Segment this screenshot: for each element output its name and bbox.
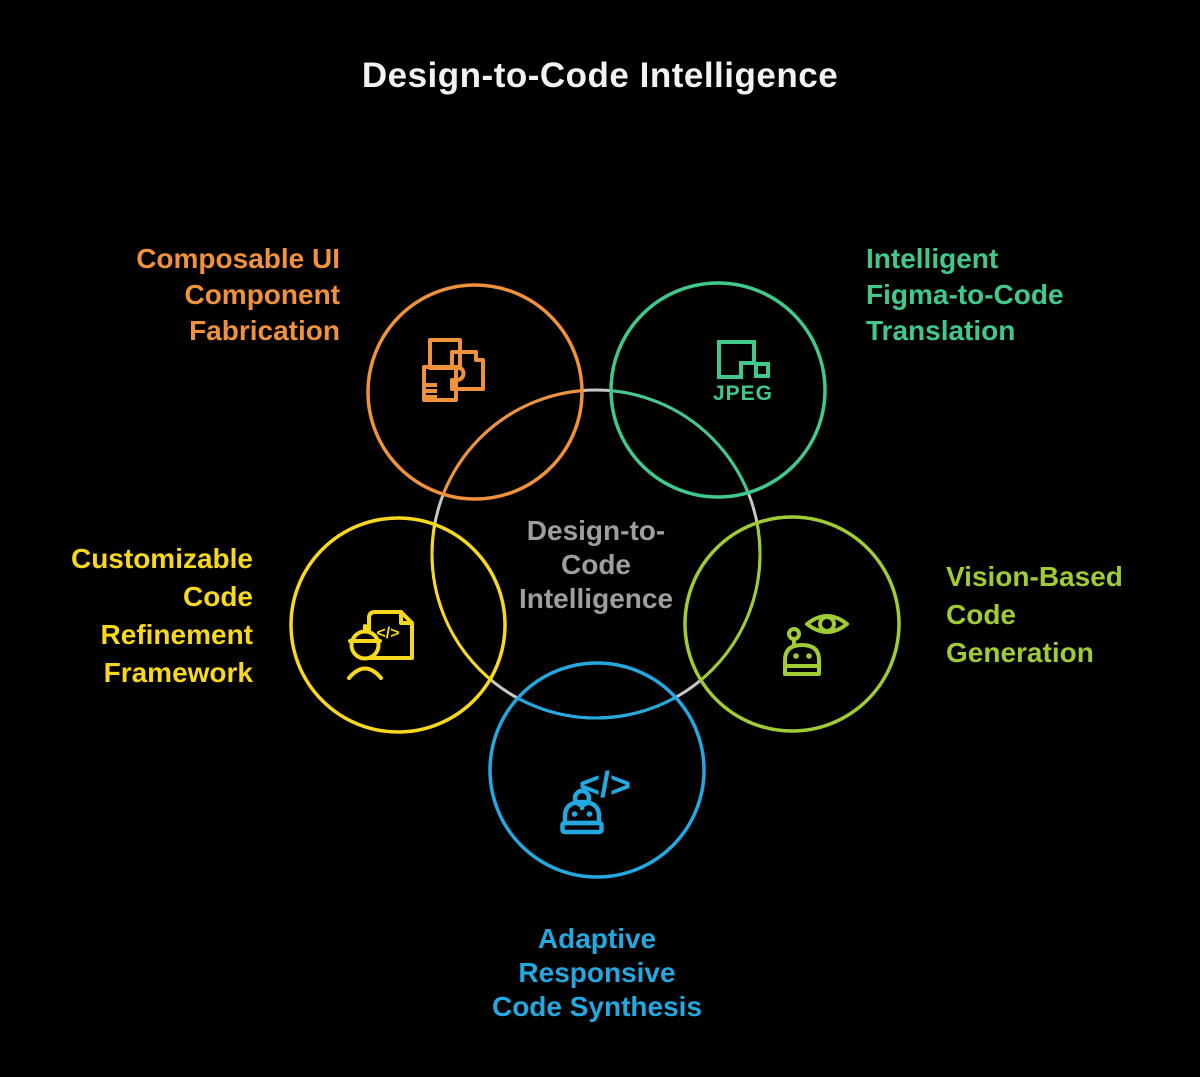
label-line: Refinement bbox=[100, 619, 253, 650]
hub-center-label: Design-to- Code Intelligence bbox=[471, 514, 721, 616]
label-vision-generation: Vision-Based Code Generation bbox=[946, 558, 1123, 672]
label-line: Translation bbox=[866, 315, 1016, 346]
label-line: Code bbox=[946, 599, 1016, 630]
label-line: Adaptive bbox=[537, 923, 657, 954]
label-line: Fabrication bbox=[189, 315, 340, 346]
label-figma-translation: Intelligent Figma-to-Code Translation bbox=[866, 241, 1064, 349]
jpeg-icon-label: JPEG bbox=[713, 382, 773, 405]
label-line: Composable UI bbox=[136, 243, 340, 274]
hub-label-line: Intelligence bbox=[518, 583, 674, 614]
petal-circle-vision bbox=[683, 515, 901, 733]
robot-code-icon: </> bbox=[560, 764, 631, 835]
label-line: Code Synthesis bbox=[491, 991, 703, 1022]
label-line: Figma-to-Code bbox=[866, 279, 1064, 310]
code-glyph: </> bbox=[376, 625, 399, 642]
petal-circle-refinement bbox=[289, 516, 507, 734]
hub-label-line: Code bbox=[561, 549, 631, 580]
robot-vision-eye-icon bbox=[783, 614, 849, 676]
label-line: Vision-Based bbox=[946, 561, 1123, 592]
label-composable-ui: Composable UI Component Fabrication bbox=[136, 241, 340, 349]
label-line: Generation bbox=[946, 637, 1094, 668]
hub-arc-vision bbox=[685, 517, 762, 720]
label-line: Customizable bbox=[70, 543, 253, 574]
page-title: Design-to-Code Intelligence bbox=[361, 56, 839, 95]
label-line: Framework bbox=[103, 657, 253, 688]
jpeg-image-icon: JPEG bbox=[713, 340, 773, 405]
label-line: Responsive bbox=[518, 957, 676, 988]
label-responsive-synthesis: Adaptive Responsive Code Synthesis bbox=[447, 922, 747, 1024]
hub-label-line: Design-to- bbox=[526, 515, 666, 546]
petal-circle-figma bbox=[609, 281, 827, 499]
ui-component-blocks-icon bbox=[422, 338, 485, 402]
hub-arc-responsive bbox=[490, 663, 704, 720]
label-line: Intelligent bbox=[866, 243, 999, 274]
label-code-refinement: Customizable Code Refinement Framework bbox=[71, 540, 253, 692]
label-line: Code bbox=[183, 581, 253, 612]
label-line: Component bbox=[184, 279, 340, 310]
petal-circle-responsive bbox=[488, 661, 706, 879]
hub-arc-refinement bbox=[430, 518, 505, 720]
petal-circle-composable bbox=[366, 283, 584, 501]
developer-code-document-icon: </> bbox=[347, 610, 414, 680]
